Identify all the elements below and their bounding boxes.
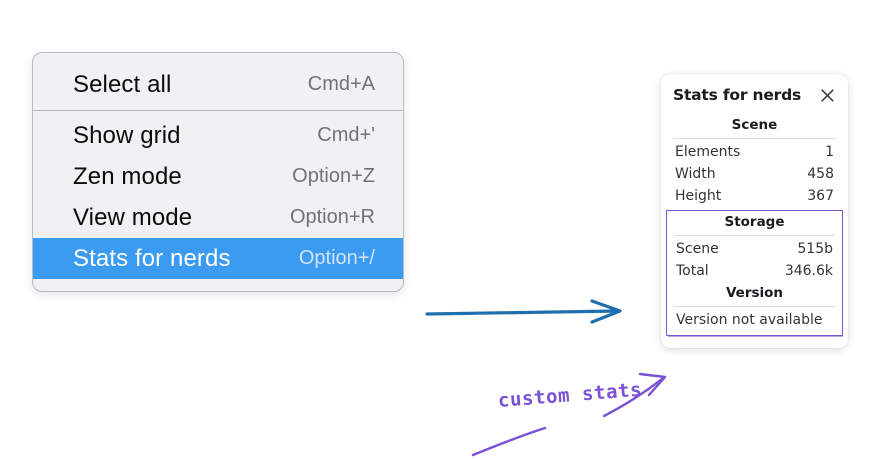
custom-stats-annotation-label: custom stats xyxy=(497,378,643,412)
stat-value: 1 xyxy=(825,144,834,160)
menu-item-shortcut: Option+Z xyxy=(292,165,375,187)
menu-group-1: Select all Cmd+A xyxy=(33,60,403,110)
menu-item-label: Select all xyxy=(73,70,172,98)
stat-value: 346.6k xyxy=(784,263,833,279)
stat-row-scene: Scene 515b xyxy=(674,238,835,260)
section-divider xyxy=(674,235,835,236)
menu-item-show-grid[interactable]: Show grid Cmd+' xyxy=(33,115,403,156)
menu-item-label: Zen mode xyxy=(73,162,182,190)
stat-key: Total xyxy=(676,263,709,279)
stat-row-height: Height 367 xyxy=(673,185,836,207)
menu-item-shortcut: Cmd+A xyxy=(307,73,375,95)
menu-item-zen-mode[interactable]: Zen mode Option+Z xyxy=(33,156,403,197)
section-divider xyxy=(673,138,836,139)
menu-item-label: Show grid xyxy=(73,121,181,149)
stat-key: Height xyxy=(675,188,722,204)
purple-underline-annotation xyxy=(471,426,547,457)
version-not-available-text: Version not available xyxy=(676,312,823,328)
menu-item-shortcut: Option+R xyxy=(289,206,375,228)
section-title-scene: Scene xyxy=(731,117,778,133)
section-title-storage: Storage xyxy=(724,214,785,230)
stat-row-total: Total 346.6k xyxy=(674,260,835,282)
menu-item-label: View mode xyxy=(73,203,193,231)
stat-value: 367 xyxy=(807,188,834,204)
stat-value: 515b xyxy=(797,241,833,257)
stats-section-version: Version Version not available xyxy=(674,282,835,331)
stat-row-width: Width 458 xyxy=(673,163,836,185)
stat-key: Width xyxy=(675,166,716,182)
stat-key: Scene xyxy=(676,241,719,257)
stats-section-scene: Scene Elements 1 Width 458 Height 367 xyxy=(673,114,836,207)
stats-for-nerds-panel: Stats for nerds Scene Elements 1 Width 4… xyxy=(661,74,848,348)
stat-row-elements: Elements 1 xyxy=(673,141,836,163)
custom-stats-highlight-box: Storage Scene 515b Total 346.6k Version … xyxy=(666,210,843,336)
blue-arrow-annotation xyxy=(425,299,622,324)
menu-item-view-mode[interactable]: View mode Option+R xyxy=(33,197,403,238)
menu-item-select-all[interactable]: Select all Cmd+A xyxy=(33,64,403,105)
menu-item-shortcut: Option+/ xyxy=(298,247,375,269)
menu-group-2: Show grid Cmd+' Zen mode Option+Z View m… xyxy=(33,111,403,284)
context-menu: Select all Cmd+A Show grid Cmd+' Zen mod… xyxy=(32,52,404,292)
stats-section-storage: Storage Scene 515b Total 346.6k xyxy=(674,211,835,282)
menu-separator xyxy=(33,110,403,111)
stat-key: Elements xyxy=(675,144,741,160)
section-divider xyxy=(674,306,835,307)
section-title-version: Version xyxy=(725,285,784,301)
stats-panel-title: Stats for nerds xyxy=(673,86,802,104)
stats-panel-header: Stats for nerds xyxy=(673,86,836,104)
stat-value: 458 xyxy=(807,166,834,182)
menu-item-label: Stats for nerds xyxy=(73,244,231,272)
close-icon[interactable] xyxy=(819,87,836,104)
menu-item-stats-for-nerds[interactable]: Stats for nerds Option+/ xyxy=(33,238,403,279)
menu-item-shortcut: Cmd+' xyxy=(317,124,375,146)
